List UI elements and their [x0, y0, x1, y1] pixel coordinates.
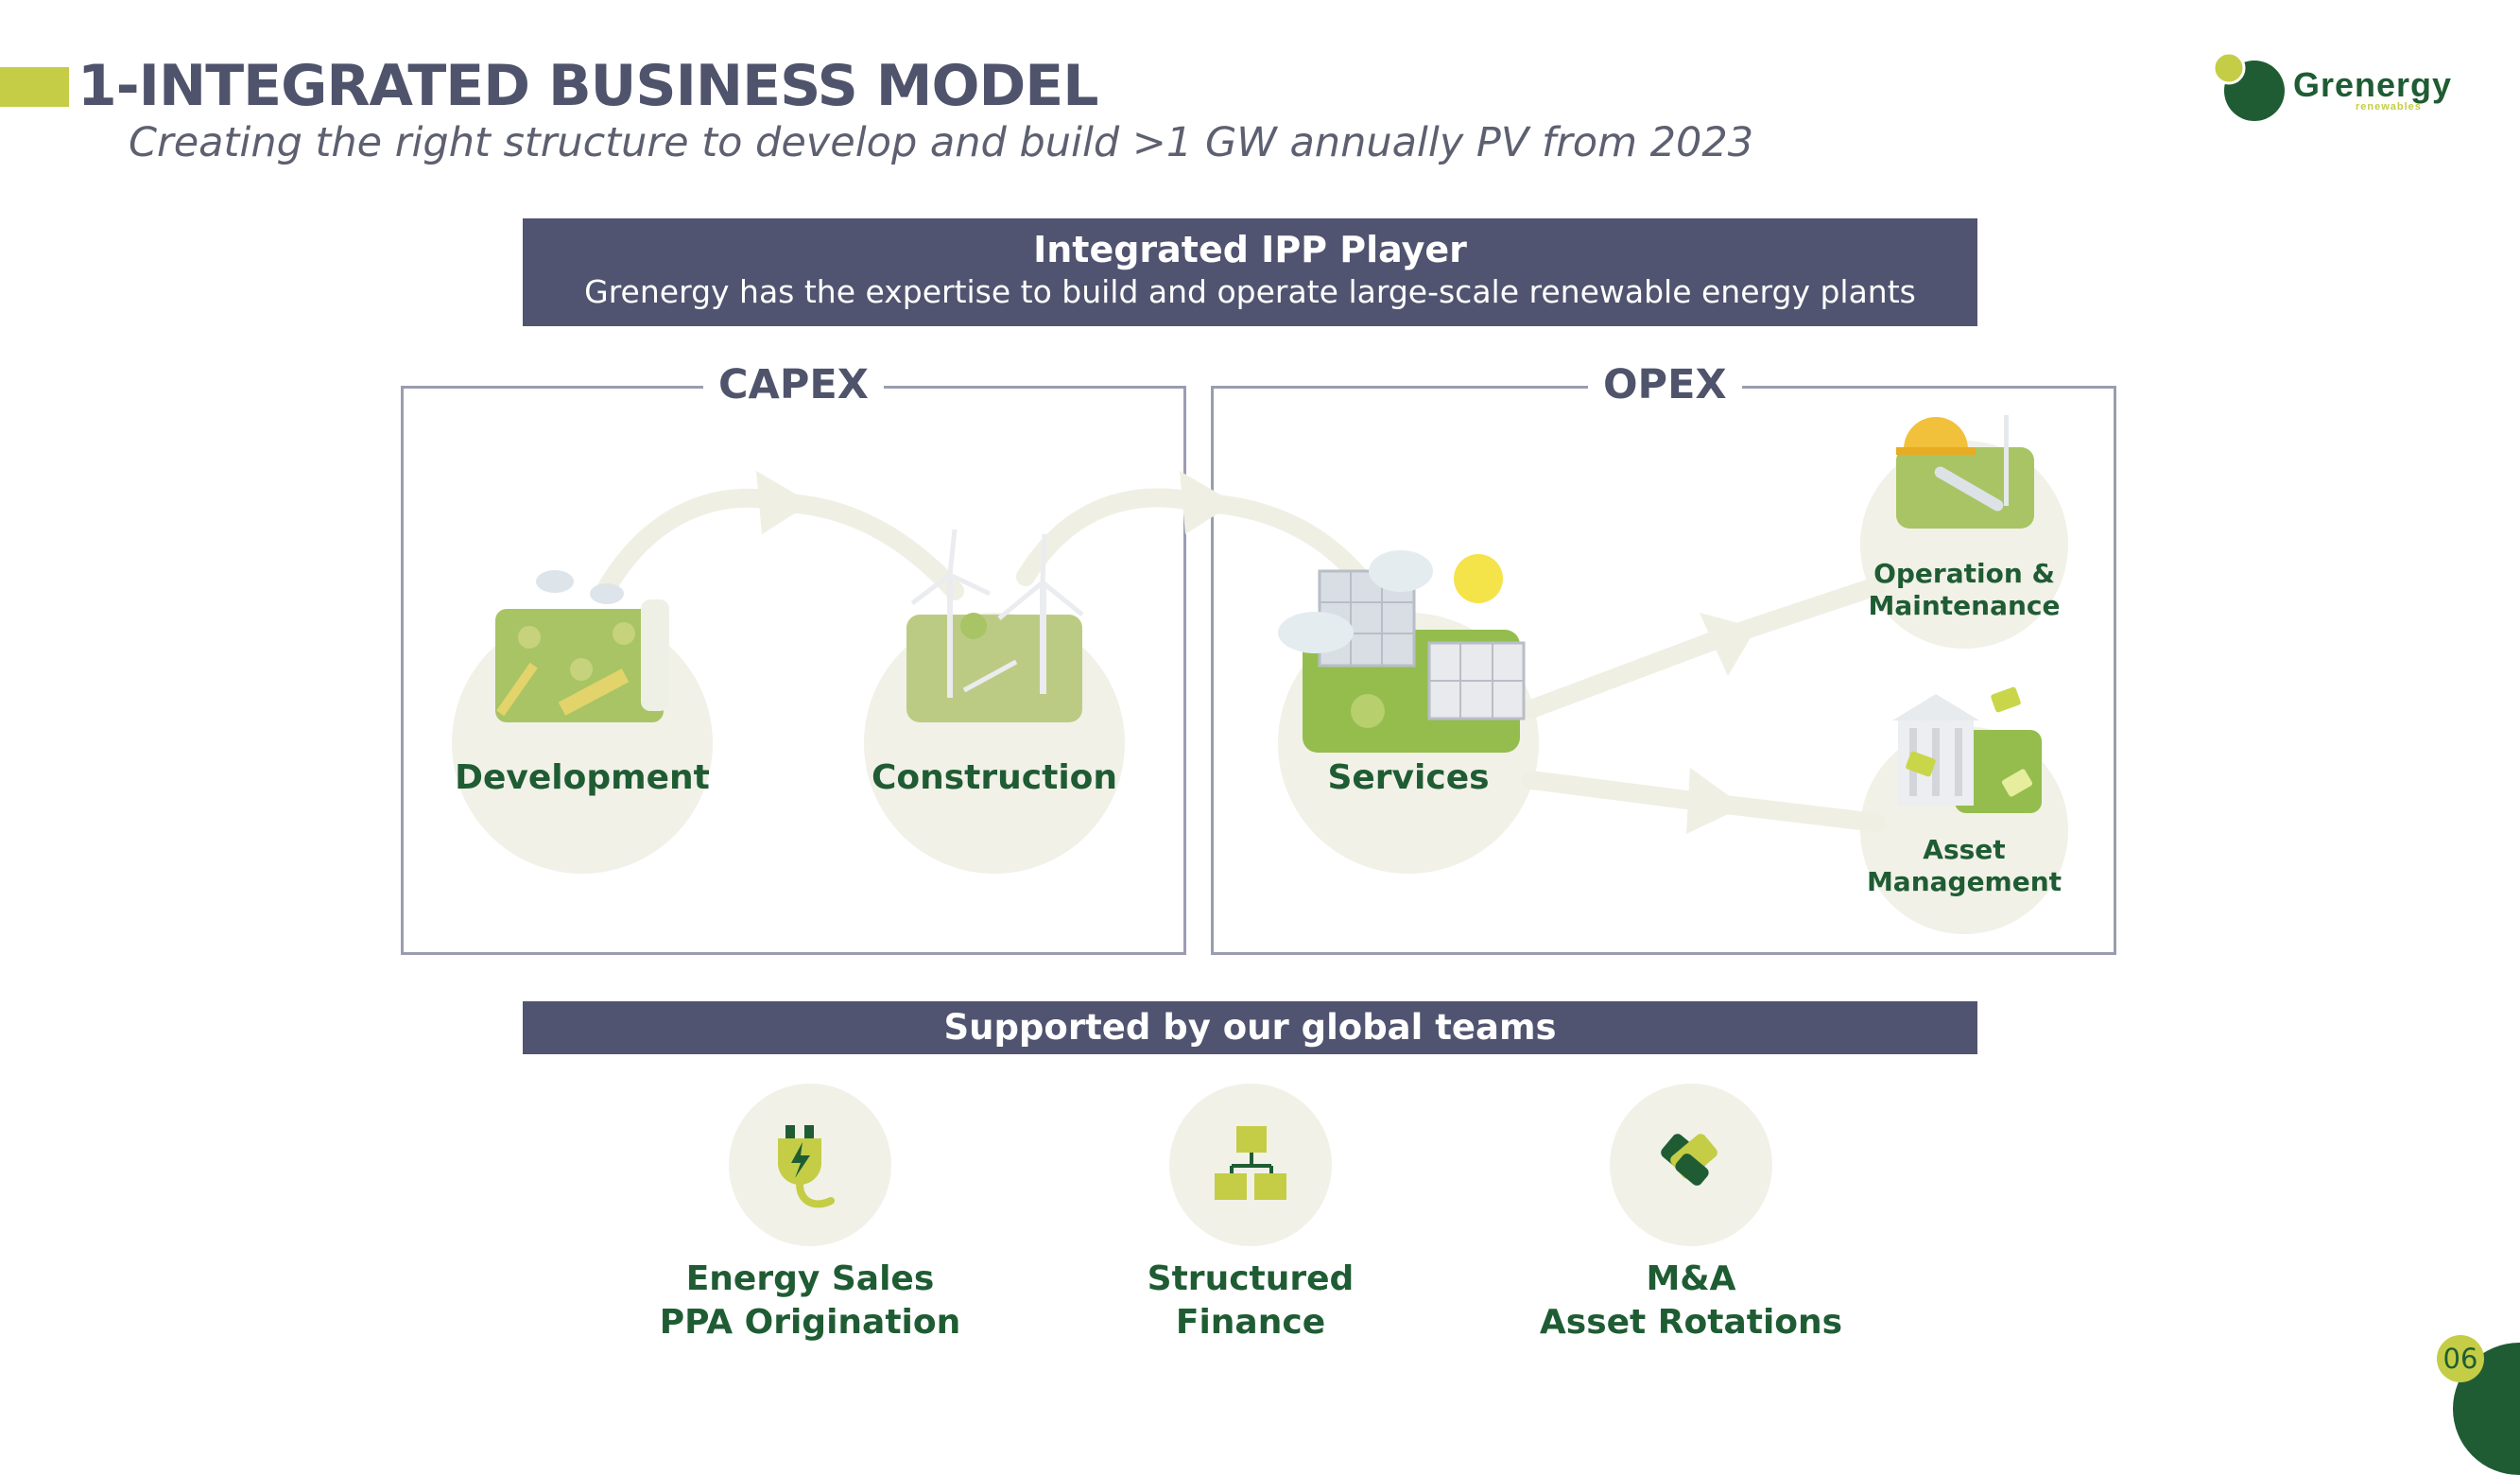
grenergy-logo: Grenergy renewables	[2212, 51, 2467, 127]
title-accent-bar	[0, 67, 69, 107]
om-label-line2: Maintenance	[1868, 590, 2061, 621]
org-structure-icon	[1215, 1126, 1286, 1200]
handshake-icon	[1661, 1134, 1717, 1186]
banner-text: Grenergy has the expertise to build and …	[584, 273, 1916, 310]
page-title: 1-INTEGRATED BUSINESS MODEL	[78, 53, 1098, 119]
global-teams-banner: Supported by our global teams	[523, 1001, 1977, 1054]
structured-finance-circle	[1169, 1084, 1332, 1246]
arrow-head-4	[1686, 768, 1744, 834]
energy-sales-line1: Energy Sales	[685, 1259, 935, 1298]
structured-finance-line1: Structured	[1147, 1259, 1355, 1298]
ma-circle	[1610, 1084, 1772, 1246]
arrow-head-3	[1700, 613, 1756, 676]
development-map-icon	[492, 567, 681, 738]
logo-tagline: renewables	[2356, 101, 2422, 113]
services-label: Services	[1327, 758, 1490, 797]
energy-sales-circle	[729, 1084, 891, 1246]
page-number: 06	[2437, 1335, 2484, 1382]
construction-label: Construction	[871, 758, 1118, 797]
arrow-head-2	[1180, 471, 1234, 534]
solar-panel-icon	[1278, 543, 1533, 756]
am-label-line2: Management	[1866, 866, 2063, 897]
om-label-line1: Operation &	[1873, 558, 2055, 589]
banner-heading: Integrated IPP Player	[1033, 229, 1467, 270]
capex-title: CAPEX	[703, 361, 884, 408]
logo-wordmark: Grenergy	[2293, 65, 2452, 104]
flow-arrows	[595, 471, 1886, 834]
wind-turbine-icon	[903, 529, 1092, 728]
page-subtitle: Creating the right structure to develop …	[129, 119, 1754, 166]
structured-finance-label: Structured Finance	[1062, 1258, 1440, 1345]
ma-label: M&A Asset Rotations	[1502, 1258, 1880, 1345]
structured-finance-line2: Finance	[1175, 1303, 1326, 1342]
energy-plug-icon	[778, 1125, 835, 1208]
energy-sales-label: Energy Sales PPA Origination	[621, 1258, 999, 1345]
ipp-player-banner: Integrated IPP Player Grenergy has the e…	[523, 218, 1977, 326]
arrow-head-1	[756, 471, 811, 534]
energy-sales-line2: PPA Origination	[659, 1303, 961, 1342]
am-label-line1: Asset	[1923, 834, 2006, 865]
am-label: Asset Management	[1832, 834, 2097, 898]
bank-money-icon	[1890, 681, 2051, 823]
ma-line2: Asset Rotations	[1539, 1303, 1843, 1342]
ma-line1: M&A	[1646, 1259, 1736, 1298]
development-label: Development	[455, 758, 710, 797]
om-label: Operation & Maintenance	[1832, 558, 2097, 622]
maintenance-helmet-icon	[1890, 411, 2042, 534]
opex-title: OPEX	[1588, 361, 1742, 408]
